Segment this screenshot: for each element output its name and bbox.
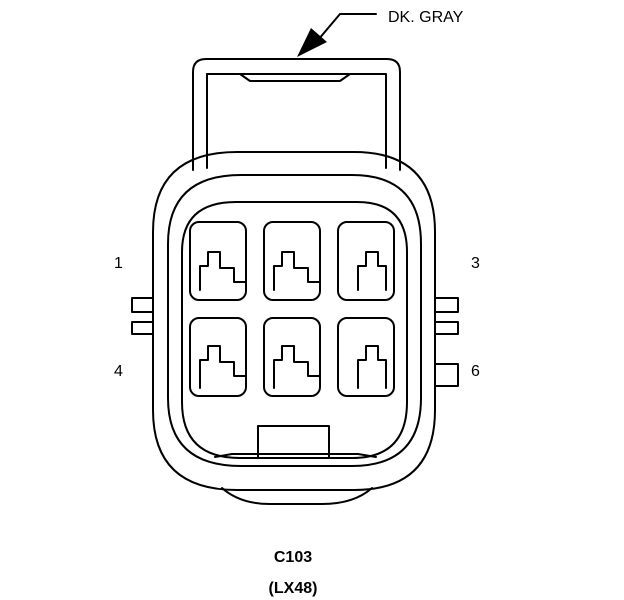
housing-cavity <box>181 201 408 459</box>
wire-color-label: DK. GRAY <box>388 9 464 26</box>
right-tab-lower <box>434 363 459 387</box>
connector-id: C103 <box>274 549 312 566</box>
left-tab-lower <box>131 321 154 335</box>
housing-bottom-rail <box>214 453 377 458</box>
wire-color-callout: DK. GRAY <box>297 9 464 57</box>
left-tab-upper <box>131 297 154 313</box>
latch-inner <box>206 73 387 169</box>
right-tab-upper <box>434 297 459 313</box>
left-side-tabs <box>131 297 154 335</box>
pin-cavity-4 <box>189 317 247 397</box>
housing-inner <box>167 174 422 467</box>
right-side-tabs <box>434 297 459 387</box>
keying-notch <box>257 425 330 458</box>
pin-cavity-5 <box>263 317 321 397</box>
connector-housing <box>152 151 436 505</box>
connector-location: (LX48) <box>269 580 318 597</box>
pin-cavity-2 <box>263 221 321 301</box>
right-tab-middle <box>434 321 459 335</box>
pin-label-6: 6 <box>471 363 480 380</box>
pin-cavity-3 <box>337 221 395 301</box>
pin-cavity-1 <box>189 221 247 301</box>
pin-cavity-6 <box>337 317 395 397</box>
latch-ramp <box>206 73 351 82</box>
connector-latch <box>192 58 401 171</box>
latch-outer <box>192 58 401 171</box>
housing-outer <box>152 151 436 491</box>
pin-label-4: 4 <box>114 363 123 380</box>
callout-leader-line <box>317 13 377 41</box>
pin-label-1: 1 <box>114 255 123 272</box>
pin-label-3: 3 <box>471 255 480 272</box>
housing-bottom-flange <box>221 487 373 505</box>
callout-arrowhead <box>297 28 327 57</box>
